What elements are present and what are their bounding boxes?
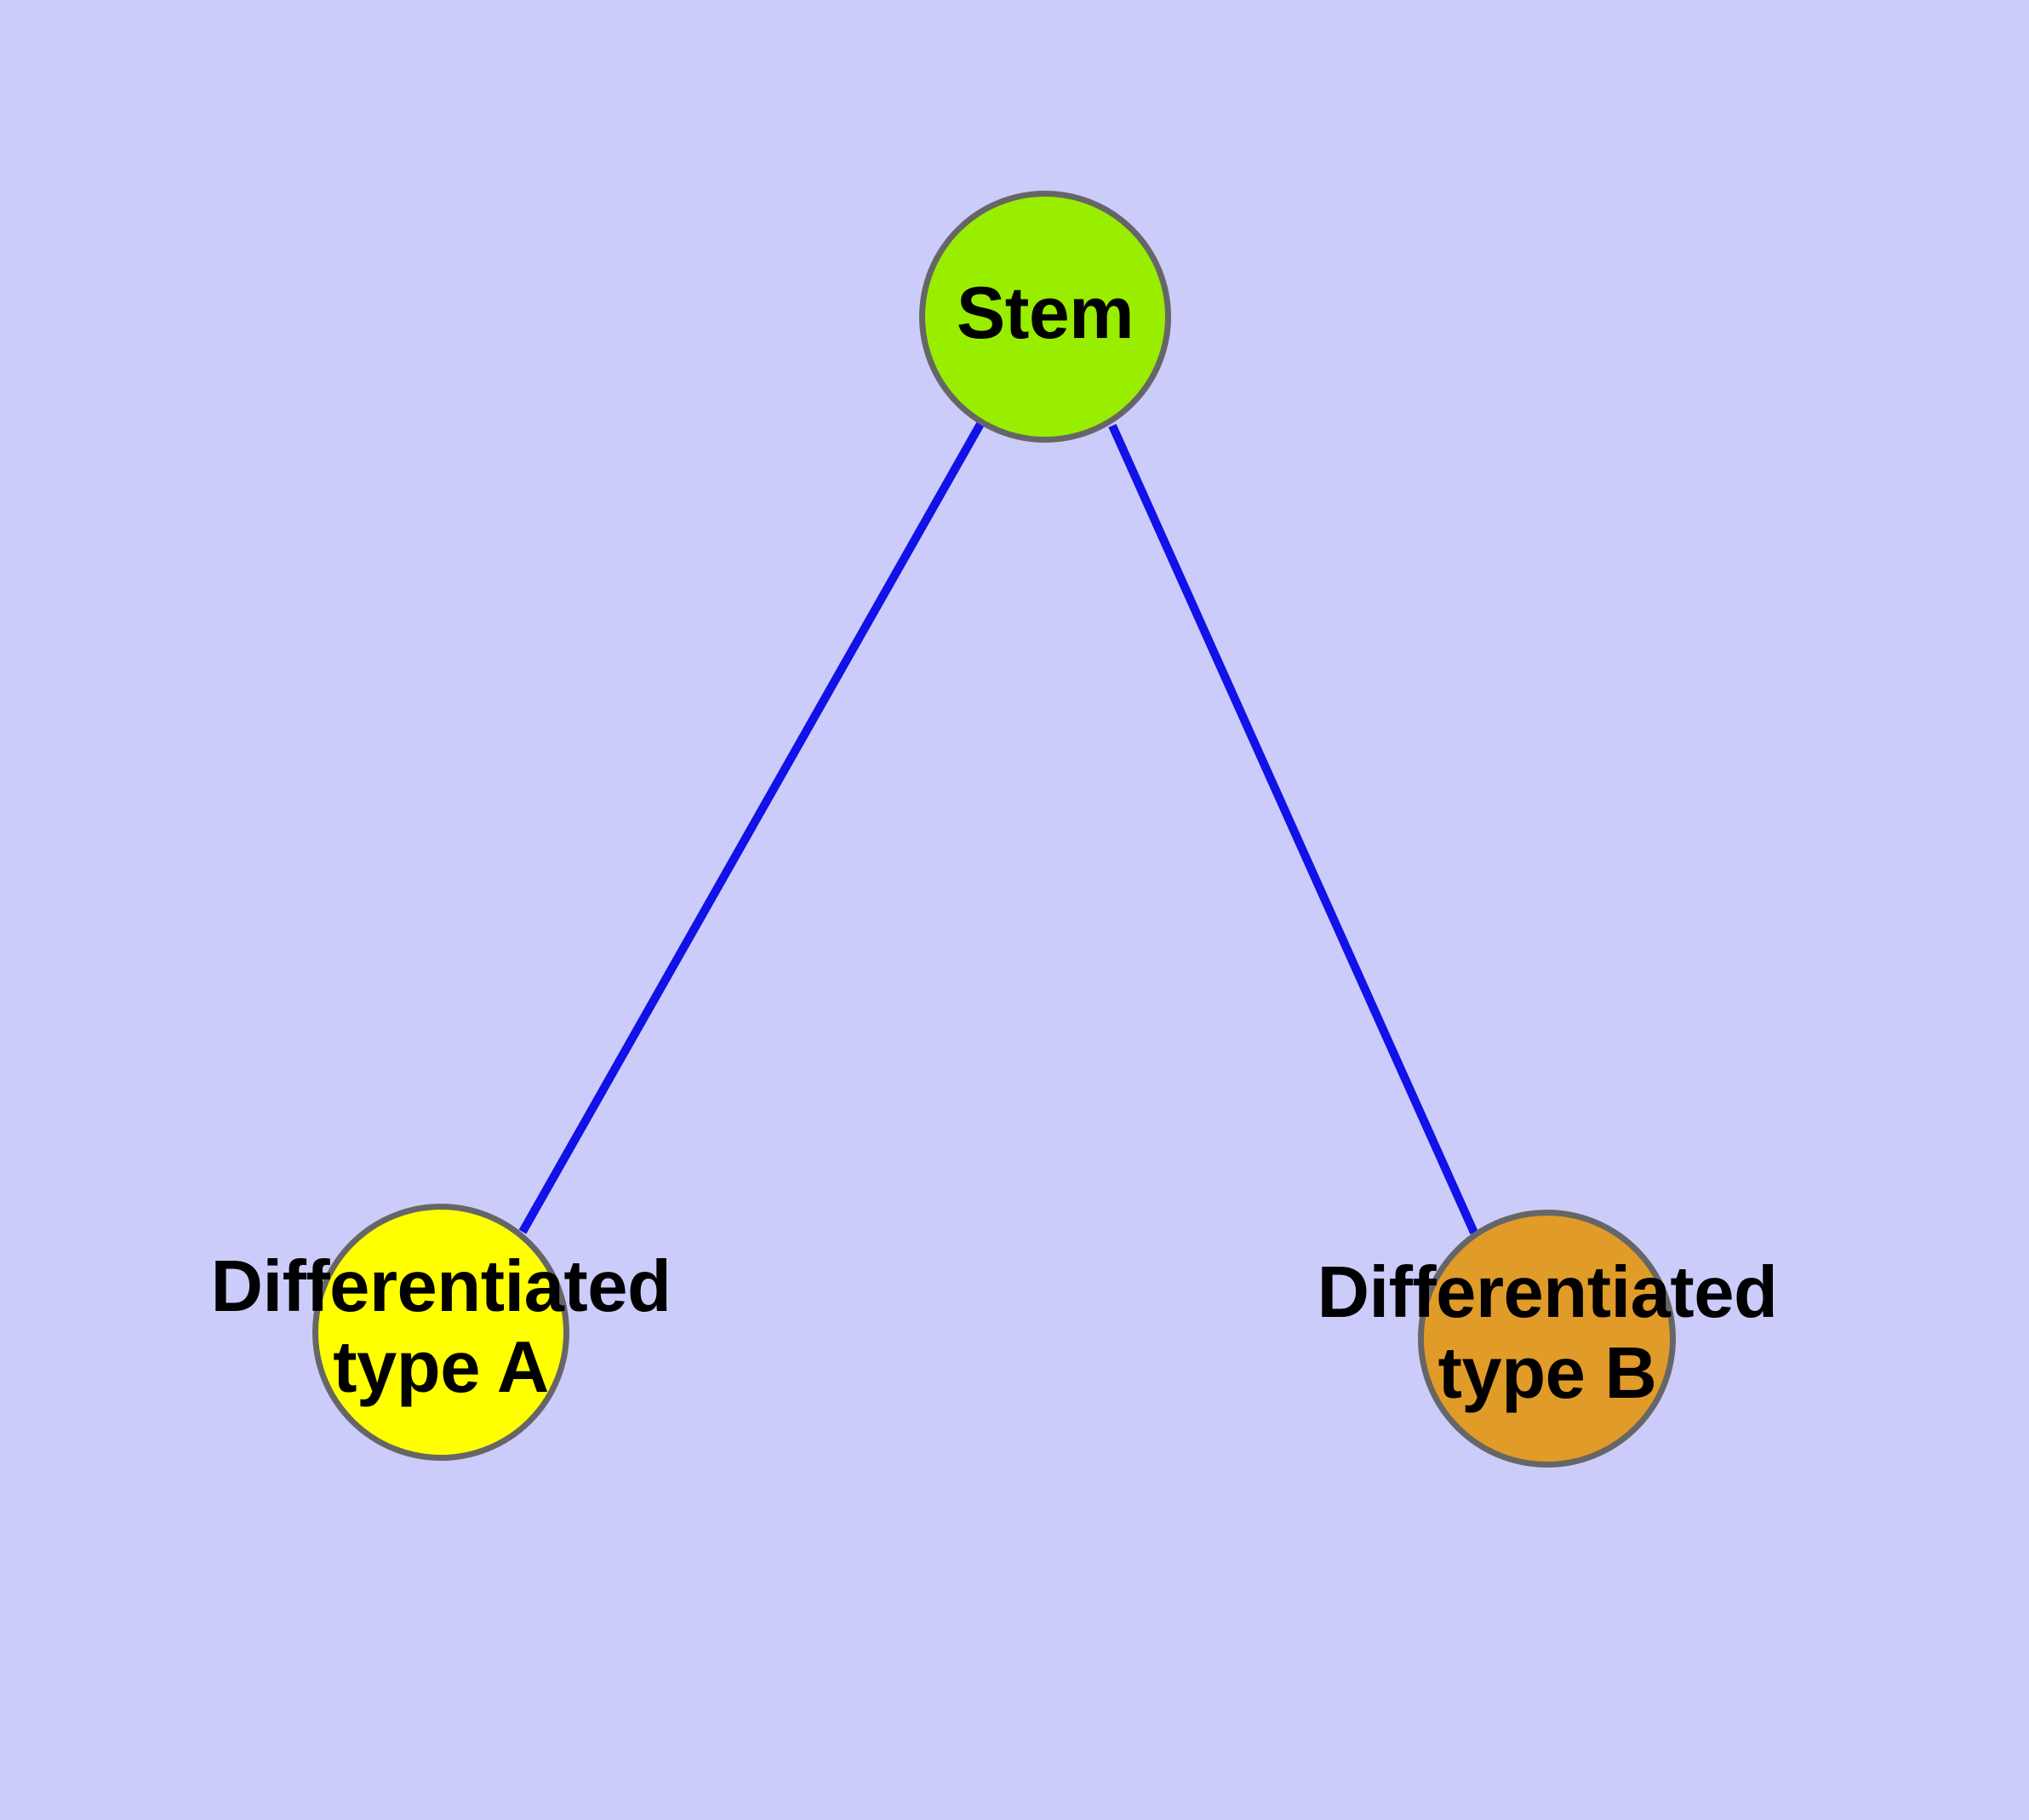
node-differentiated-type-b[interactable]: [1418, 1210, 1676, 1468]
edge-stem-to-differentiated-type-a: [518, 421, 985, 1234]
node-differentiated-type-a[interactable]: [312, 1204, 569, 1461]
node-label-differentiated-type-b: Differentiated type B: [1317, 1252, 1778, 1415]
edge-stem-to-differentiated-type-b: [1108, 423, 1478, 1235]
node-stem[interactable]: [919, 191, 1171, 443]
node-label-differentiated-type-a: Differentiated type A: [210, 1246, 672, 1409]
node-label-stem: Stem: [956, 272, 1135, 354]
